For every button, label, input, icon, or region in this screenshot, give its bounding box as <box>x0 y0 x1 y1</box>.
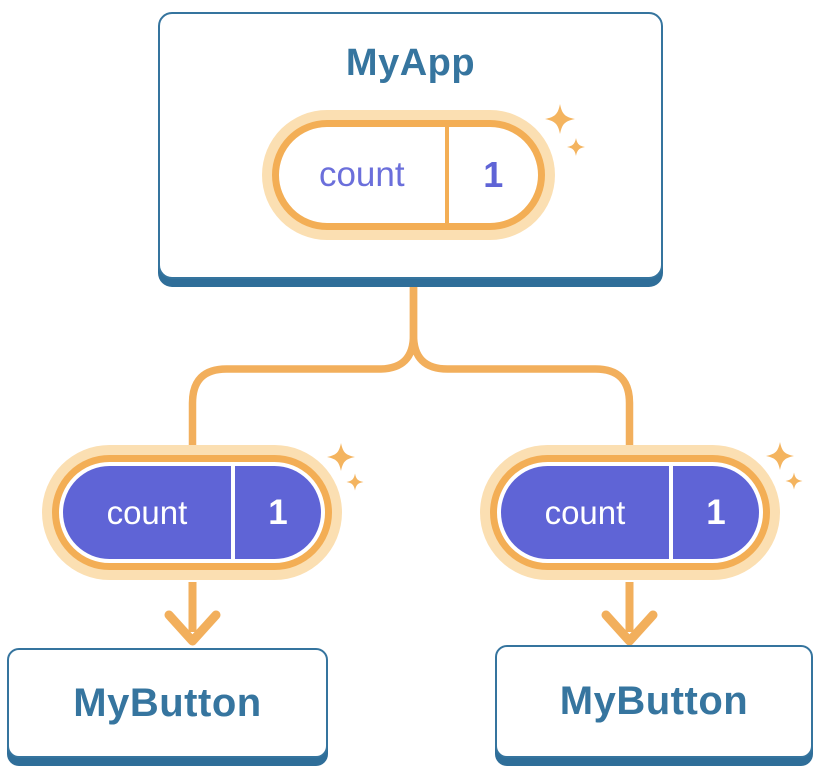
state-name: count <box>318 155 405 194</box>
state-value: 1 <box>444 127 538 223</box>
prop-pill-right: count 1 <box>490 455 770 570</box>
sparkles-icon <box>327 443 364 491</box>
fork-line-right <box>409 284 634 452</box>
component-title: MyButton <box>559 679 749 723</box>
component-card-child-left: MyButton <box>7 648 328 758</box>
prop-pill-body: count 1 <box>63 466 321 559</box>
arrow-right-head-icon <box>601 610 658 646</box>
sparkles-icon <box>545 104 585 156</box>
prop-name: count <box>544 493 626 531</box>
component-title: MyButton <box>73 680 262 725</box>
prop-name: count <box>106 493 188 531</box>
sparkles-icon <box>766 442 803 490</box>
prop-value: 1 <box>230 466 321 559</box>
fork-line-left <box>188 284 418 452</box>
state-pill-root: count 1 <box>272 120 545 230</box>
component-title: MyApp <box>345 42 476 84</box>
prop-pill-body: count 1 <box>501 466 759 559</box>
arrow-left-head-icon <box>164 610 221 646</box>
prop-pill-left: count 1 <box>52 455 332 570</box>
component-card-child-right: MyButton <box>495 645 813 758</box>
prop-value: 1 <box>668 466 759 559</box>
